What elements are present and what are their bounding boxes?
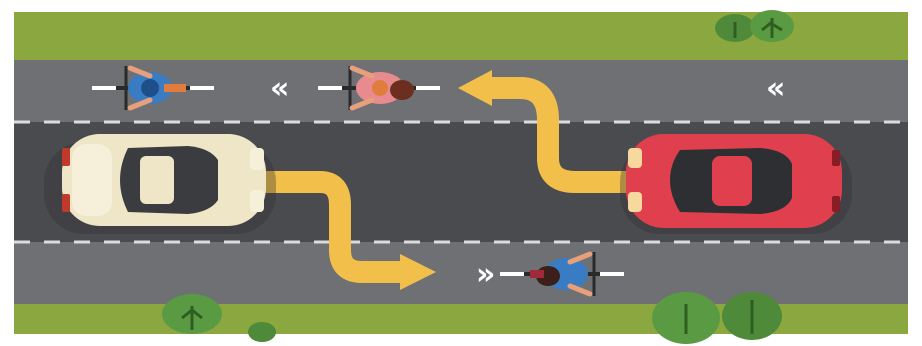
lane-marker-top-right: « xyxy=(766,71,785,106)
lane-marker-top-left: « xyxy=(270,71,289,106)
bottom-bike-lane xyxy=(14,242,908,304)
left-car-icon xyxy=(44,134,276,234)
right-car-icon xyxy=(620,134,852,234)
lane-marker-bottom: » xyxy=(476,257,495,292)
